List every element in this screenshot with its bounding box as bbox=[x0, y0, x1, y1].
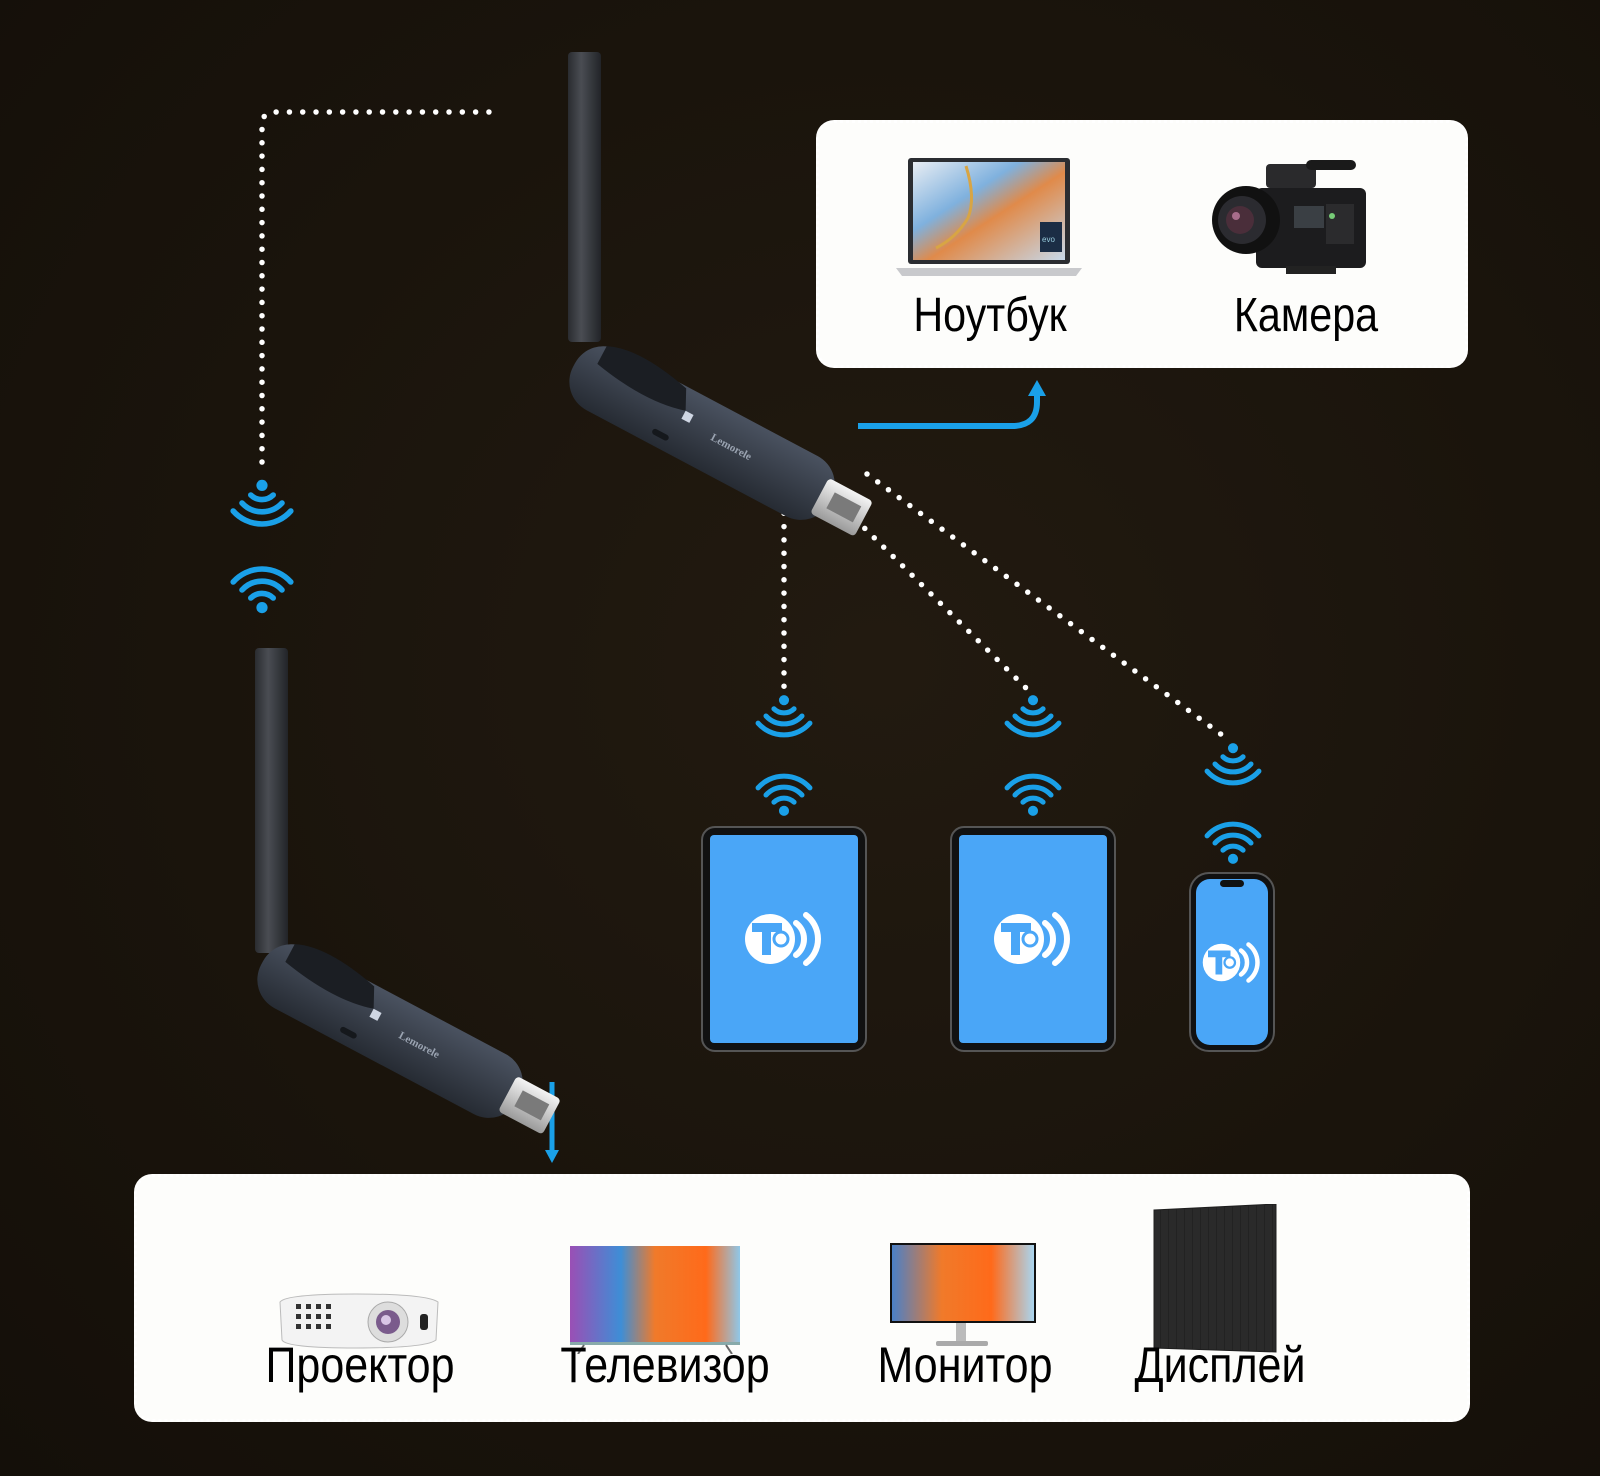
phone-notch bbox=[1220, 880, 1244, 887]
wifi-send-icon bbox=[1007, 776, 1059, 816]
arrow-head-up-icon bbox=[1028, 380, 1046, 396]
wifi-send-icon bbox=[1207, 824, 1259, 864]
transmitter-antenna bbox=[568, 52, 601, 342]
arrow-head-down-icon bbox=[545, 1150, 559, 1163]
svg-text:evo: evo bbox=[1042, 235, 1055, 244]
wifi-send-icon bbox=[758, 776, 810, 816]
to-cast-app-icon bbox=[745, 912, 821, 966]
to-cast-app-icon bbox=[994, 912, 1070, 966]
display-label-projector: Проектор bbox=[265, 1337, 455, 1393]
source-label-camera: Камера bbox=[1233, 289, 1379, 342]
camera-icon bbox=[1206, 158, 1376, 280]
tv-icon bbox=[570, 1246, 740, 1355]
to-cast-app-icon bbox=[1202, 941, 1260, 983]
phone bbox=[1189, 872, 1275, 1052]
dotted-link-main bbox=[259, 109, 498, 465]
display-label-tv: Телевизор bbox=[560, 1337, 770, 1393]
tablet-screen bbox=[710, 835, 858, 1043]
laptop-icon: evo bbox=[896, 158, 1082, 280]
wifi-receive-icon bbox=[1007, 695, 1059, 735]
wifi-receive-icon bbox=[758, 695, 810, 735]
source-label-laptop: Ноутбук bbox=[913, 289, 1067, 342]
dotted-link-phone bbox=[864, 471, 1225, 738]
tablet-screen bbox=[959, 835, 1107, 1043]
projector-icon bbox=[276, 1292, 442, 1350]
wifi-signal-send-icon bbox=[233, 569, 291, 613]
transmitter-dongle: Lemorele bbox=[568, 52, 872, 536]
display-panel-icon bbox=[1152, 1203, 1278, 1354]
arrow-to-sources bbox=[858, 396, 1040, 429]
tablet-2 bbox=[950, 826, 1116, 1052]
tablet-1 bbox=[701, 826, 867, 1052]
wifi-receive-icon bbox=[1207, 743, 1259, 783]
receiver-dongle: Lemorele bbox=[255, 648, 560, 1134]
monitor-icon bbox=[890, 1243, 1036, 1349]
wifi-signal-receive-icon bbox=[233, 480, 291, 524]
display-label-display: Дисплей bbox=[1134, 1337, 1306, 1393]
receiver-antenna bbox=[255, 648, 288, 953]
display-label-monitor: Монитор bbox=[877, 1337, 1053, 1393]
phone-screen bbox=[1196, 879, 1268, 1045]
